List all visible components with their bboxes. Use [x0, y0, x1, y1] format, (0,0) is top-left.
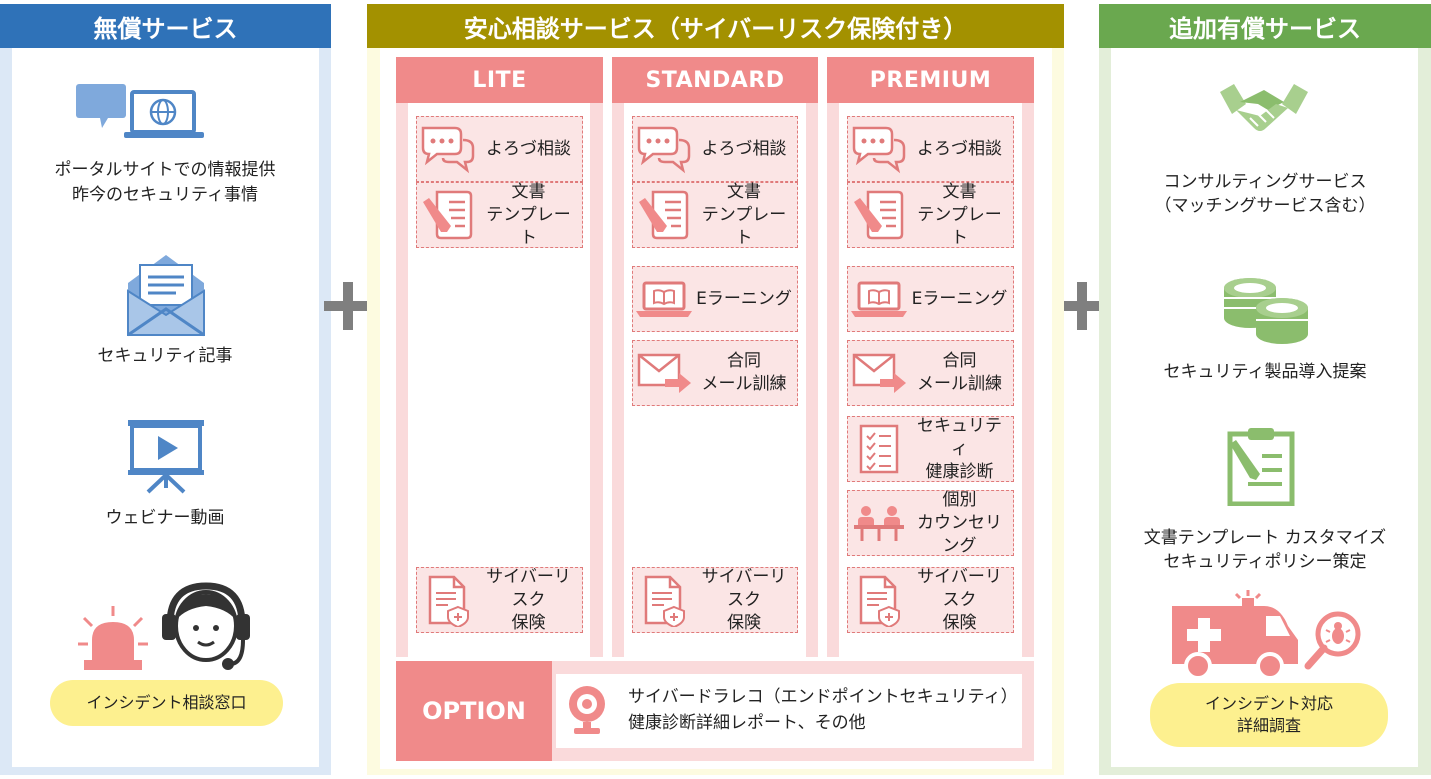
paid-item-template-label: 文書テンプレート カスタマイズ セキュリティポリシー策定	[1143, 528, 1387, 572]
service-label: 文書 テンプレート	[701, 181, 787, 248]
service-label: Eラーニング	[911, 288, 1008, 309]
tier-service-mail-arrow: 合同 メール訓練	[847, 340, 1014, 406]
free-item-portal-label: ポータルサイトでの情報提供 昨今のセキュリティ事情	[54, 160, 276, 205]
option-label: OPTION	[422, 697, 526, 725]
free-item-webinar-label: ウェビナー動画	[105, 508, 225, 528]
service-label: セキュリティ 健康診断	[917, 415, 1002, 482]
tier-service-cyber-insurance: サイバーリスク 保険	[416, 567, 583, 633]
option-content	[556, 674, 1022, 748]
tier-standard-header: STANDARD	[612, 57, 818, 103]
free-services-header: 無償サービス	[0, 4, 331, 48]
option-description: サイバードラレコ（エンドポイントセキュリティ） 健康診断詳細レポート、その他	[628, 687, 1018, 733]
service-label: よろづ相談	[701, 138, 787, 159]
presentation-screen-icon	[128, 420, 204, 494]
paid-item-product-label: セキュリティ製品導入提案	[1163, 362, 1367, 382]
tier-premium-header: PREMIUM	[827, 57, 1034, 103]
mail-arrow-icon	[848, 351, 910, 395]
tier-service-cyber-insurance: サイバーリスク 保険	[847, 567, 1014, 633]
service-label: 合同 メール訓練	[701, 351, 787, 394]
tier-service-meeting-table: 個別 カウンセリング	[847, 490, 1014, 556]
main-service-header: 安心相談サービス（サイバーリスク保険付き）	[367, 4, 1064, 48]
service-label: サイバーリスク 保険	[917, 566, 1002, 633]
main-service-title: 安心相談サービス（サイバーリスク保険付き）	[463, 14, 968, 43]
service-label: 文書 テンプレート	[917, 181, 1002, 248]
speech-bubbles-icon	[633, 124, 695, 174]
tier-service-speech-bubbles: よろづ相談	[847, 116, 1014, 182]
laptop-book-icon	[848, 279, 910, 319]
insurance-doc-icon	[417, 573, 479, 627]
tier-service-document-pen: 文書 テンプレート	[416, 182, 583, 248]
free-services-inner	[12, 48, 319, 767]
tier-service-speech-bubbles: よろづ相談	[632, 116, 798, 182]
plus-icon-left	[324, 282, 372, 330]
service-label: 個別 カウンセリング	[917, 489, 1002, 556]
webcam-icon	[569, 686, 605, 734]
siren-light-icon	[78, 606, 148, 670]
insurance-doc-icon	[848, 573, 910, 627]
handshake-icon	[1220, 84, 1308, 131]
tier-service-laptop-book: Eラーニング	[632, 266, 798, 332]
paid-services-header: 追加有償サービス	[1099, 4, 1431, 48]
service-label: 文書 テンプレート	[486, 181, 571, 248]
paid-item-consulting-label: コンサルティングサービス （マッチングサービス含む）	[1154, 172, 1376, 216]
document-pen-icon	[848, 188, 910, 242]
meeting-table-icon	[848, 503, 910, 543]
insurance-doc-icon	[633, 573, 695, 627]
incident-response-pill: インシデント対応 詳細調査	[1150, 683, 1388, 747]
tier-service-document-pen: 文書 テンプレート	[847, 182, 1014, 248]
magnifier-bug-icon	[1304, 611, 1361, 670]
service-label: サイバーリスク 保険	[486, 566, 571, 633]
speech-bubbles-icon	[417, 124, 479, 174]
service-label: よろづ相談	[917, 138, 1002, 159]
speech-bubbles-icon	[848, 124, 910, 174]
headset-operator-icon	[162, 582, 250, 670]
laptop-book-icon	[633, 279, 695, 319]
tier-service-speech-bubbles: よろづ相談	[416, 116, 583, 182]
incident-consultation-pill: インシデント相談窓口	[50, 680, 283, 726]
document-pen-icon	[417, 188, 479, 242]
free-services-title: 無償サービス	[93, 14, 238, 43]
coins-icon	[1224, 278, 1308, 344]
service-label: サイバーリスク 保険	[701, 566, 787, 633]
tier-service-mail-arrow: 合同 メール訓練	[632, 340, 798, 406]
service-label: よろづ相談	[486, 138, 571, 159]
document-pen-icon	[633, 188, 695, 242]
clipboard-pen-icon	[1227, 428, 1295, 506]
mail-arrow-icon	[633, 351, 695, 395]
plus-icon-right	[1058, 282, 1106, 330]
paid-services-title: 追加有償サービス	[1169, 14, 1361, 43]
free-item-article-label: セキュリティ記事	[97, 346, 233, 366]
option-label-box: OPTION	[396, 661, 552, 761]
tier-lite-header: LITE	[396, 57, 603, 103]
checklist-icon	[848, 422, 910, 476]
service-label: 合同 メール訓練	[917, 351, 1002, 394]
tier-service-document-pen: 文書 テンプレート	[632, 182, 798, 248]
tier-service-cyber-insurance: サイバーリスク 保険	[632, 567, 798, 633]
envelope-document-icon	[127, 255, 205, 337]
tier-service-checklist: セキュリティ 健康診断	[847, 416, 1014, 482]
service-label: Eラーニング	[696, 288, 792, 309]
monitor-chat-icon	[76, 84, 204, 138]
ambulance-icon	[1172, 590, 1298, 680]
tier-service-laptop-book: Eラーニング	[847, 266, 1014, 332]
